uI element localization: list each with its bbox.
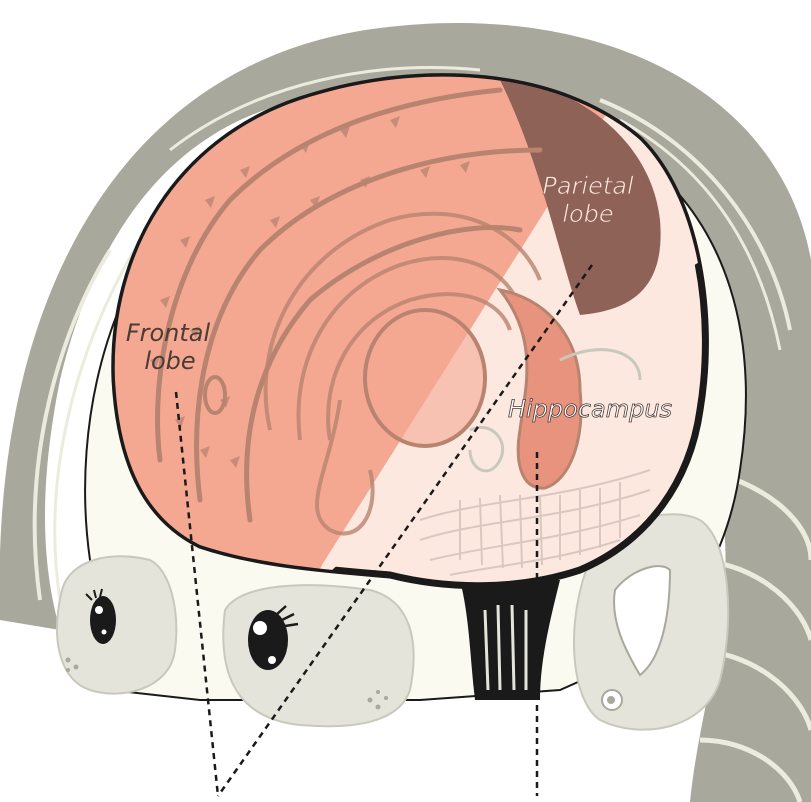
hippocampus-label: Hippocampus: [508, 395, 672, 423]
frontal-label-line2: lobe: [144, 347, 195, 375]
face-left: [57, 556, 176, 693]
parietal-label-line2: lobe: [562, 200, 613, 228]
face-center: [223, 585, 413, 726]
frontal-label-line1: Frontal: [126, 319, 211, 347]
parietal-label-line1: Parietal: [542, 172, 634, 200]
